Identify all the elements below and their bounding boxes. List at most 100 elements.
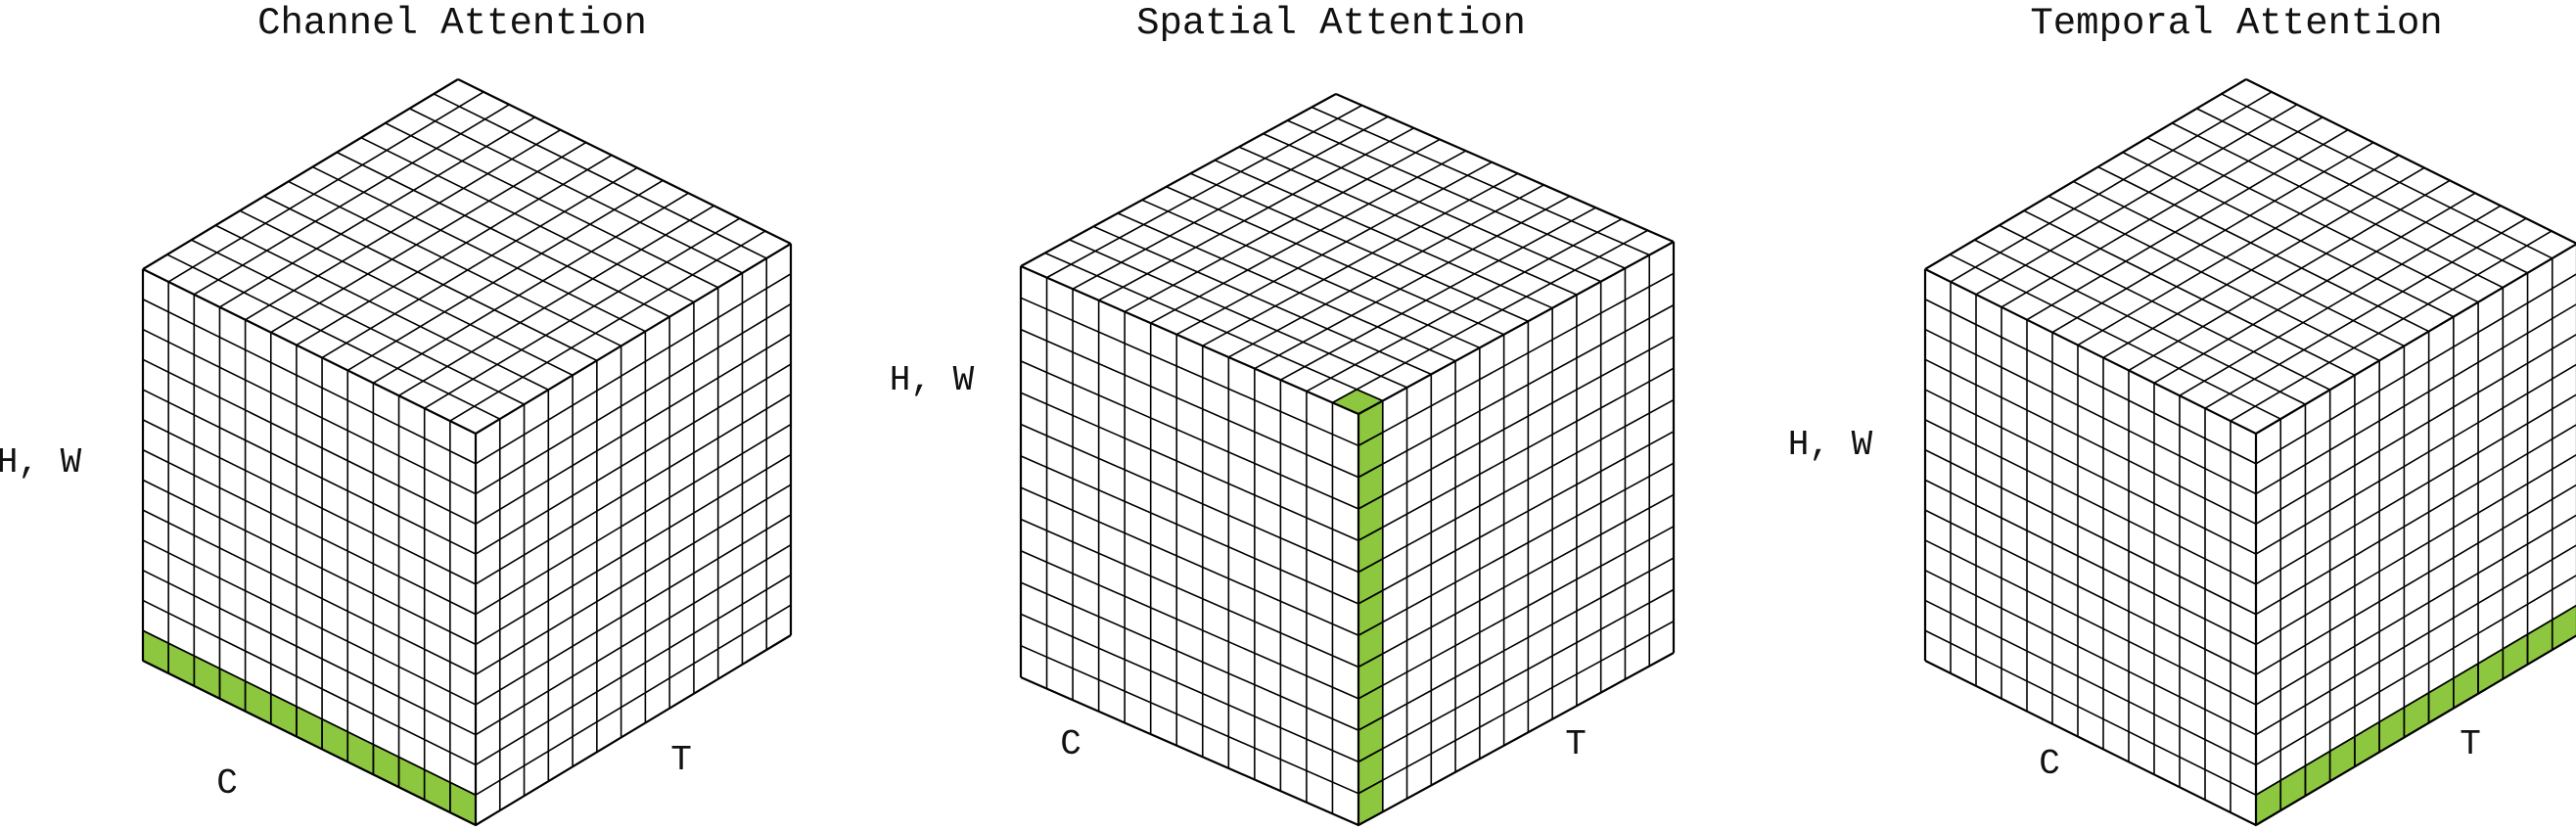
spatial-attention-panel: Spatial Attention H, W C T xyxy=(890,2,1676,827)
cube-edge xyxy=(142,268,477,435)
temporal-t-label: T xyxy=(2460,724,2481,764)
grid-line xyxy=(1098,127,1415,301)
grid-line xyxy=(1020,423,1359,574)
grid-line xyxy=(1357,398,1675,574)
grid-line xyxy=(360,136,695,303)
cube-edge xyxy=(1020,675,1359,827)
grid-line xyxy=(1924,419,2257,585)
grid-line xyxy=(475,574,792,766)
grid-line xyxy=(2128,179,2451,372)
grid-line xyxy=(1020,644,1359,795)
grid-line xyxy=(1175,161,1493,336)
grid-line xyxy=(475,333,792,525)
grid-line xyxy=(1020,581,1359,731)
grid-line xyxy=(1357,462,1675,636)
grid-line xyxy=(1975,104,2298,296)
grid-line xyxy=(2255,303,2576,495)
grid-line xyxy=(1357,493,1675,669)
grid-line xyxy=(1279,207,1596,381)
grid-line xyxy=(2255,544,2576,736)
grid-line xyxy=(2255,454,2576,646)
grid-line xyxy=(193,104,510,296)
grid-line xyxy=(2171,122,2504,289)
grid-line xyxy=(433,93,767,259)
grid-line xyxy=(1357,303,1675,479)
grid-line xyxy=(475,273,792,465)
grid-line xyxy=(424,217,741,409)
grid-line xyxy=(2153,192,2476,384)
grid-line xyxy=(346,179,664,372)
grid-line xyxy=(245,129,562,321)
grid-line xyxy=(1924,599,2257,766)
cube-edge xyxy=(142,78,459,270)
channel-attention-title: Channel Attention xyxy=(257,2,647,45)
cube-edge xyxy=(475,243,792,435)
grid-line xyxy=(1357,272,1675,447)
grid-line xyxy=(142,358,477,526)
grid-line xyxy=(475,514,792,706)
grid-line xyxy=(475,423,792,616)
temporal-attention-title: Temporal Attention xyxy=(2030,2,2442,45)
grid-line xyxy=(475,604,792,796)
grid-line xyxy=(142,629,477,796)
cube-edge xyxy=(1020,264,1359,416)
grid-line xyxy=(2255,575,2576,766)
grid-line xyxy=(1254,195,1571,370)
temporal-hw-label: H, W xyxy=(1788,425,1873,465)
spatial-attention-cube xyxy=(1019,92,1676,827)
grid-line xyxy=(142,569,477,736)
grid-line xyxy=(2255,424,2576,616)
cube-edge xyxy=(475,634,792,826)
grid-line xyxy=(1020,486,1359,636)
grid-line xyxy=(1357,557,1675,731)
grid-line xyxy=(398,205,714,396)
grid-line xyxy=(475,544,792,736)
grid-line xyxy=(1227,184,1544,358)
grid-line xyxy=(1069,239,1407,389)
grid-line xyxy=(1202,172,1519,347)
grid-line xyxy=(2255,484,2576,675)
grid-line xyxy=(312,165,646,333)
grid-line xyxy=(475,363,792,555)
grid-line xyxy=(475,484,792,675)
grid-line xyxy=(2179,205,2502,396)
grid-line xyxy=(2077,154,2400,346)
grid-line xyxy=(385,122,719,289)
grid-line xyxy=(1214,159,1553,309)
grid-line xyxy=(2221,93,2553,259)
channel-t-label: T xyxy=(670,740,692,780)
grid-line xyxy=(2255,333,2576,525)
grid-line xyxy=(475,302,792,495)
grid-line xyxy=(142,419,477,585)
grid-line xyxy=(1924,569,2257,736)
grid-line xyxy=(475,453,792,646)
grid-line xyxy=(1357,336,1675,510)
grid-line xyxy=(1950,91,2273,283)
grid-line xyxy=(2026,129,2349,321)
grid-line xyxy=(1357,526,1675,700)
cube-edge xyxy=(1357,652,1675,826)
grid-line xyxy=(296,154,613,346)
grid-line xyxy=(239,209,574,377)
grid-line xyxy=(142,539,477,706)
grid-line xyxy=(1020,297,1359,447)
cube-edge xyxy=(1020,93,1337,267)
cube-edge xyxy=(1335,92,1675,244)
grid-line xyxy=(1020,392,1359,541)
grid-line xyxy=(409,108,743,274)
grid-line xyxy=(167,91,484,283)
channel-attention-cube xyxy=(141,78,793,827)
grid-line xyxy=(1020,360,1359,510)
grid-line xyxy=(2255,273,2576,465)
spatial-attention-title: Spatial Attention xyxy=(1136,2,1526,45)
grid-line xyxy=(449,230,766,422)
grid-line xyxy=(1190,172,1529,322)
cube-edge xyxy=(2255,243,2576,435)
grid-line xyxy=(1924,328,2257,495)
grid-line xyxy=(1974,239,2306,405)
grid-line xyxy=(1357,620,1675,795)
grid-line xyxy=(1924,448,2257,616)
grid-line xyxy=(142,299,477,465)
grid-line xyxy=(1263,132,1602,283)
grid-line xyxy=(2023,209,2356,377)
